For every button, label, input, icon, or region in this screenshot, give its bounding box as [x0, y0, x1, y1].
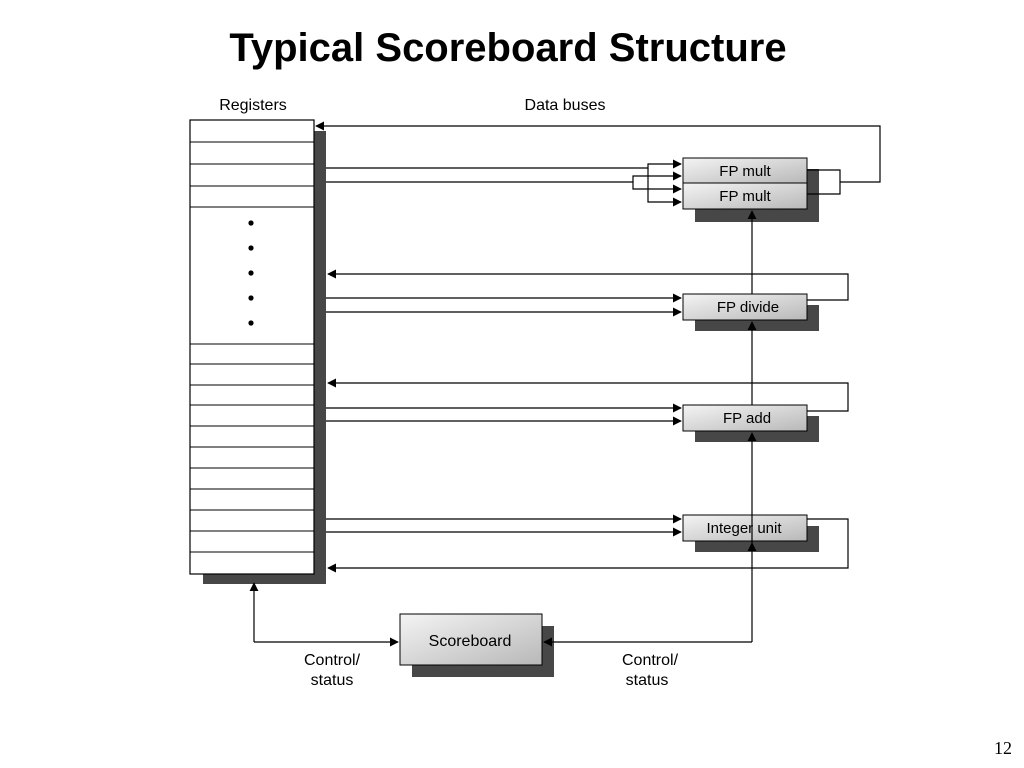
scoreboard-unit: Scoreboard: [399, 613, 554, 677]
slide-title: Typical Scoreboard Structure: [229, 26, 787, 70]
register-file: [189, 119, 326, 584]
registers-label: Registers: [219, 97, 287, 114]
fp-divide-unit: FP divide: [682, 293, 819, 331]
control-status-right-line2: status: [626, 672, 669, 689]
control-status-lines: [249, 210, 757, 647]
fp-add-unit: FP add: [682, 404, 819, 442]
data-buses-label: Data buses: [525, 97, 606, 114]
register-file-body: [189, 119, 315, 575]
page-number: 12: [994, 738, 1012, 758]
register-ellipsis-dots: [248, 220, 254, 326]
fp-add-label: FP add: [723, 410, 771, 427]
integer-unit-label: Integer unit: [706, 520, 782, 537]
integer-unit: Integer unit: [682, 514, 819, 552]
data-bus-lines: [315, 121, 881, 573]
control-status-left-line1: Control/: [304, 652, 361, 669]
scoreboard-label: Scoreboard: [429, 633, 512, 650]
fp-mult-1-label: FP mult: [719, 163, 771, 180]
control-status-right-line1: Control/: [622, 652, 679, 669]
control-status-left-line2: status: [311, 672, 354, 689]
fp-mult-unit-2: FP mult: [682, 182, 808, 210]
register-row-dividers: [190, 141, 314, 553]
fp-divide-label: FP divide: [717, 299, 779, 316]
fp-mult-2-label: FP mult: [719, 188, 771, 205]
